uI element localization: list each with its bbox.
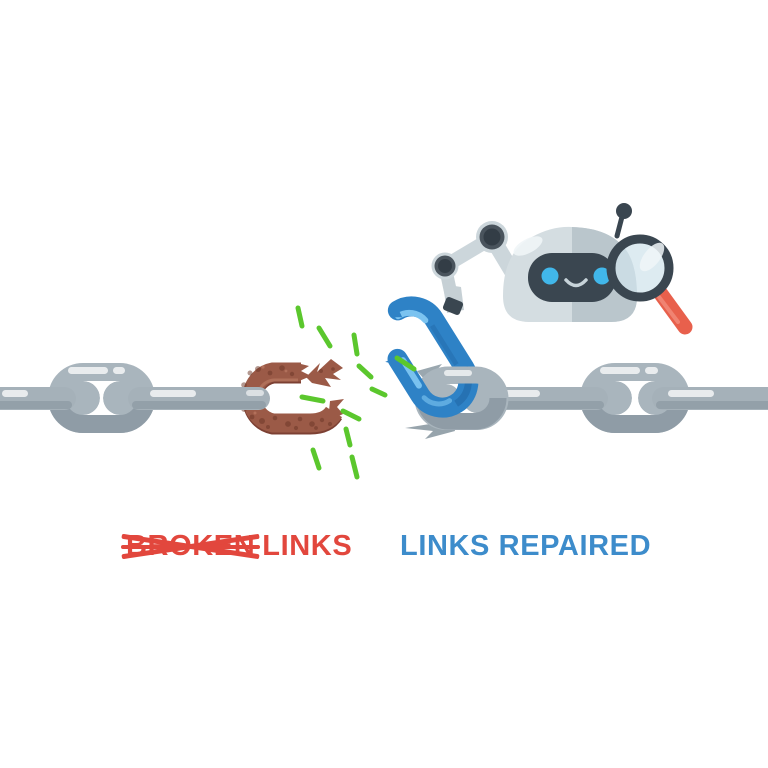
spark-icon bbox=[351, 332, 360, 357]
blue-link-jag-end bbox=[390, 302, 403, 318]
links-word: LINKS bbox=[262, 530, 353, 562]
spark-icon bbox=[340, 408, 362, 422]
bar-shade bbox=[132, 401, 266, 409]
magnifying-glass-icon bbox=[606, 234, 693, 335]
blue-link-highlight-bottom bbox=[421, 395, 453, 407]
broken-word-struck: BROKEN bbox=[121, 532, 261, 561]
bar-highlight bbox=[2, 390, 28, 397]
oval-highlight bbox=[600, 367, 640, 374]
rust-light-speckles bbox=[253, 365, 288, 415]
rust-floating-fragment bbox=[306, 359, 343, 387]
bar-cap-highlight bbox=[246, 390, 264, 396]
chain-bar-into-rust bbox=[128, 387, 270, 410]
repair-sparks bbox=[295, 305, 388, 480]
gripper-clamp bbox=[442, 297, 464, 315]
face-panel bbox=[528, 253, 616, 302]
spark-icon bbox=[356, 363, 374, 380]
bar-highlight bbox=[150, 390, 196, 397]
magnifier-handle bbox=[653, 286, 693, 335]
chain-oval-shade bbox=[580, 397, 690, 433]
arm-joint-core bbox=[483, 228, 501, 246]
spark-icon bbox=[295, 305, 305, 329]
bar-shade bbox=[0, 401, 72, 409]
robot-eye-right bbox=[593, 267, 611, 285]
bar-highlight bbox=[498, 390, 540, 397]
magnifier-glass-glare bbox=[639, 242, 665, 272]
oval-highlight bbox=[68, 367, 108, 374]
broken-links-label: BROKEN LINKS bbox=[121, 530, 353, 562]
chain-oval-link-mask bbox=[615, 381, 655, 415]
chain-oval-link-mask bbox=[83, 381, 120, 415]
head-highlight bbox=[513, 236, 543, 256]
antenna-ball bbox=[616, 203, 632, 219]
rust-bottom-break-jag bbox=[328, 399, 344, 421]
spark-icon bbox=[316, 325, 333, 349]
spark-icon bbox=[369, 386, 388, 398]
chain-oval-shade bbox=[48, 397, 155, 433]
broken-rusty-link bbox=[238, 359, 344, 435]
spark-icon bbox=[343, 426, 353, 448]
spark-icon bbox=[299, 394, 326, 404]
arm-joint-core bbox=[438, 259, 452, 273]
magnifier-handle-highlight bbox=[657, 295, 680, 324]
oval-highlight-small bbox=[645, 367, 658, 374]
gray-ring-front-arm bbox=[424, 366, 508, 396]
chain-right bbox=[470, 363, 768, 433]
bar-highlight bbox=[668, 390, 714, 397]
robot-smile bbox=[564, 278, 588, 288]
blue-link-shade-right bbox=[429, 324, 459, 366]
gray-ring-highlight bbox=[444, 370, 472, 376]
links-repaired-label: LINKS REPAIRED bbox=[400, 530, 652, 562]
spark-icon bbox=[349, 454, 360, 480]
spark-icon bbox=[310, 447, 322, 471]
spark-icon bbox=[394, 355, 417, 372]
oval-highlight-small bbox=[113, 367, 125, 374]
robot-eye-left bbox=[541, 267, 559, 285]
robot-head bbox=[503, 203, 637, 322]
strike-line-horizontal bbox=[121, 545, 261, 549]
bar-shade bbox=[656, 401, 768, 409]
chain-left bbox=[0, 363, 155, 433]
